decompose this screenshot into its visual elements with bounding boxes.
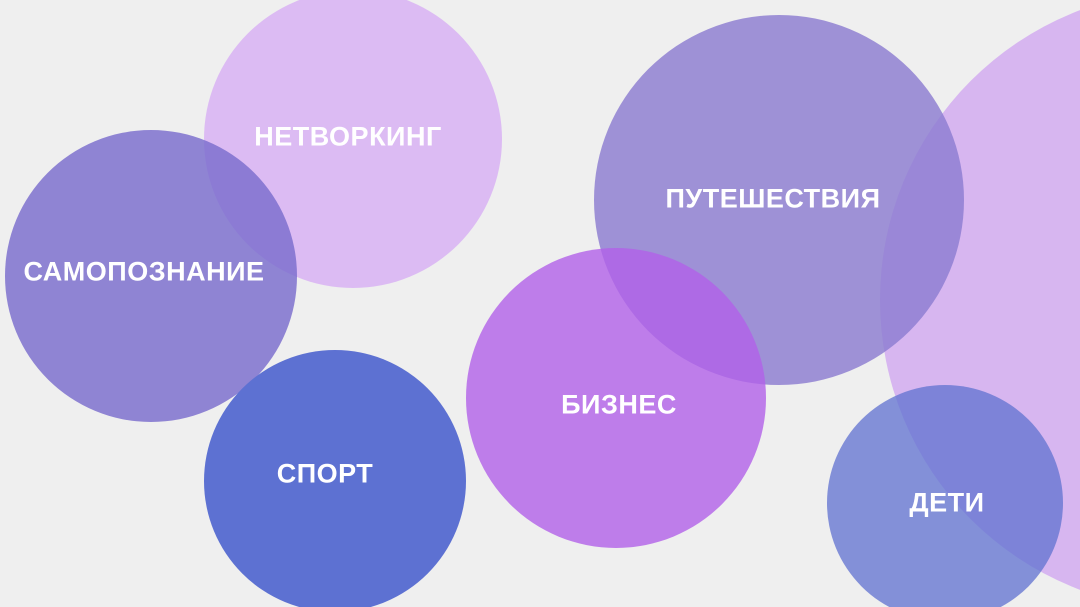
networking-label: НЕТВОРКИНГ (254, 121, 442, 152)
self-knowledge-circle (5, 130, 297, 422)
kids-label: ДЕТИ (909, 487, 985, 518)
sport-circle (204, 350, 466, 607)
self-knowledge-label: САМОПОЗНАНИЕ (23, 256, 265, 287)
sport-label: СПОРТ (276, 458, 374, 489)
travel-label: ПУТЕШЕСТВИЯ (665, 183, 881, 214)
kids-circle (827, 385, 1063, 607)
business-circle (466, 248, 766, 548)
business-label: БИЗНЕС (561, 389, 677, 420)
